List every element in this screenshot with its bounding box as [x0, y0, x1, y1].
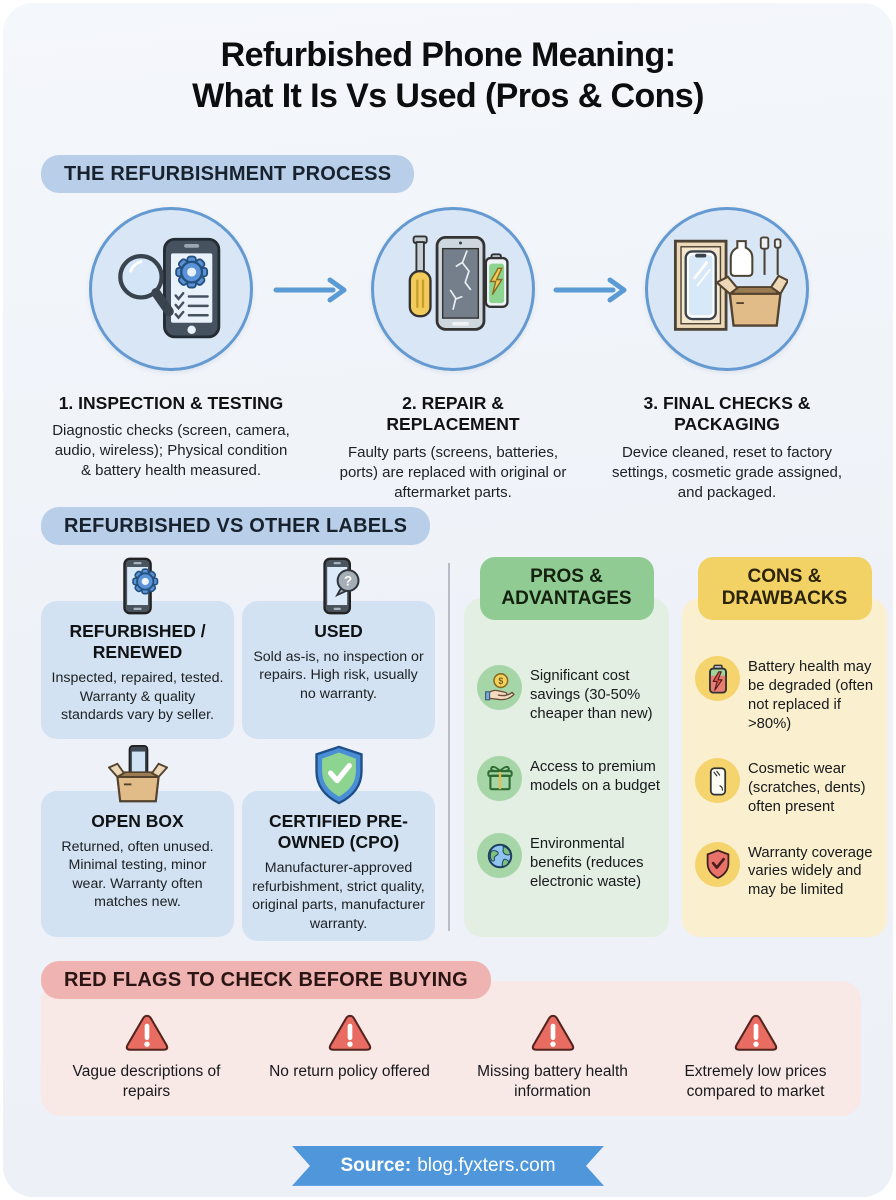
red-flags-header: RED FLAGS TO CHECK BEFORE BUYING: [41, 960, 491, 999]
warning-triangle-icon: [734, 1014, 777, 1051]
step-3-title: 3. FINAL CHECKS & PACKAGING: [643, 392, 811, 435]
red-flag-text: Missing battery health information: [477, 1062, 628, 1100]
warning-triangle-icon: [328, 1014, 371, 1051]
step-3-circle: [645, 206, 809, 371]
pros-item-text: Environmental benefits (reduces electron…: [530, 836, 644, 891]
source-value: blog.fyxters.com: [417, 1154, 556, 1176]
pros-column: PROS & ADVANTAGES $ Significant cost sav…: [464, 556, 669, 937]
card-description: Manufacturer-approved refurbishment, str…: [252, 860, 425, 932]
arrow-right-icon: [273, 277, 347, 303]
step-1-description: Diagnostic checks (screen, camera, audio…: [52, 422, 290, 480]
refurbishment-process-header: THE REFURBISHMENT PROCESS: [41, 154, 415, 193]
svg-text:$: $: [498, 676, 503, 686]
footer: Source: blog.fyxters.com: [41, 1146, 855, 1186]
card-title: CERTIFIED PRE-OWNED (CPO): [268, 810, 409, 852]
cons-item-text: Warranty coverage varies widely and may …: [748, 844, 873, 899]
red-flag-text: Extremely low prices compared to market: [684, 1062, 827, 1100]
page-title-line1: Refurbished Phone Meaning:: [220, 36, 676, 74]
card-title: USED: [314, 620, 363, 641]
degraded-battery-icon: [708, 664, 727, 694]
step-1-circle: [89, 206, 253, 371]
pros-item-cost-savings: $ Significant cost savings (30-50% cheap…: [477, 664, 664, 724]
phone-question-icon: ?: [322, 557, 359, 614]
scratched-phone-icon: [709, 767, 726, 796]
card-description: Sold as-is, no inspection or repairs. Hi…: [253, 648, 424, 702]
red-flag-text: No return policy offered: [269, 1062, 430, 1080]
magnifier-phone-checklist-icon: [118, 237, 221, 338]
infographic-panel: Refurbished Phone Meaning: What It Is Vs…: [3, 3, 893, 1197]
red-flag-text: Vague descriptions of repairs: [72, 1062, 221, 1100]
warning-triangle-icon: [125, 1014, 168, 1051]
pros-item-premium-models: Access to premium models on a budget: [477, 755, 664, 801]
red-flags-panel: Vague descriptions of repairs No return …: [41, 980, 861, 1116]
card-title: REFURBISHED / RENEWED: [69, 620, 206, 662]
globe-icon: [487, 843, 512, 869]
card-open-box: OPEN BOX Returned, often unused. Minimal…: [41, 744, 234, 937]
red-flag-no-return-policy: No return policy offered: [248, 1011, 451, 1102]
cons-item-cosmetic-wear: Cosmetic wear (scratches, dents) often p…: [695, 758, 882, 817]
shield-check-icon: [314, 745, 363, 805]
step-1-title: 1. INSPECTION & TESTING: [58, 392, 284, 413]
label-cards: REFURBISHED / RENEWED Inspected, repaire…: [41, 557, 435, 942]
card-body: REFURBISHED / RENEWED Inspected, repaire…: [41, 600, 234, 739]
card-body: USED Sold as-is, no inspection or repair…: [242, 600, 435, 739]
process-step-1: 1. INSPECTION & TESTING Diagnostic check…: [35, 206, 307, 481]
step-2-circle: [371, 206, 535, 371]
page-title-line2: What It Is Vs Used (Pros & Cons): [192, 76, 704, 115]
open-box-phone-icon: [107, 744, 168, 802]
cons-item-text: Cosmetic wear (scratches, dents) often p…: [748, 761, 866, 816]
step-2-title: 2. REPAIR & REPLACEMENT: [386, 392, 520, 435]
vertical-divider: [448, 562, 450, 931]
card-description: Returned, often unused. Minimal testing,…: [61, 838, 214, 911]
cons-header: CONS & DRAWBACKS: [697, 556, 872, 621]
labels-pros-cons-grid: REFURBISHED / RENEWED Inspected, repaire…: [41, 556, 887, 942]
card-refurbished-renewed: REFURBISHED / RENEWED Inspected, repaire…: [41, 557, 234, 739]
cons-item-warranty: Warranty coverage varies widely and may …: [695, 841, 882, 901]
gift-box-icon: [486, 766, 513, 791]
pros-list: $ Significant cost savings (30-50% cheap…: [464, 598, 669, 937]
warranty-shield-icon: [706, 849, 729, 879]
hand-coin-icon: $: [484, 673, 515, 701]
card-body: CERTIFIED PRE-OWNED (CPO) Manufacturer-a…: [242, 790, 435, 942]
cons-list: Battery health may be degraded (often no…: [682, 598, 887, 937]
page-title: Refurbished Phone Meaning: What It Is Vs…: [41, 3, 855, 117]
pros-item-text: Access to premium models on a budget: [530, 758, 660, 794]
labels-section-header: REFURBISHED VS OTHER LABELS: [41, 506, 431, 545]
card-title: OPEN BOX: [91, 810, 184, 831]
card-used: ? USED Sold as-is, no inspection or repa…: [242, 557, 435, 739]
process-step-3: 3. FINAL CHECKS & PACKAGING Device clean…: [591, 206, 863, 503]
boxed-phone-packaging-icon: [673, 236, 788, 331]
source-ribbon: Source: blog.fyxters.com: [292, 1146, 604, 1186]
cons-item-text: Battery health may be degraded (often no…: [748, 659, 874, 733]
card-certified-pre-owned: CERTIFIED PRE-OWNED (CPO) Manufacturer-a…: [242, 745, 435, 942]
step-3-description: Device cleaned, reset to factory setting…: [611, 444, 843, 501]
red-flag-vague-descriptions: Vague descriptions of repairs: [45, 1011, 248, 1102]
cons-item-battery-health: Battery health may be degraded (often no…: [695, 656, 882, 734]
warning-triangle-icon: [531, 1014, 574, 1051]
screwdriver-cracked-phone-battery-icon: [408, 235, 509, 331]
pros-header: PROS & ADVANTAGES: [479, 556, 654, 621]
refurbishment-process-steps: 1. INSPECTION & TESTING Diagnostic check…: [41, 206, 855, 507]
arrow-right-icon: [553, 277, 627, 303]
card-body: OPEN BOX Returned, often unused. Minimal…: [41, 790, 234, 937]
cons-column: CONS & DRAWBACKS Battery h: [682, 556, 887, 937]
red-flags-section: RED FLAGS TO CHECK BEFORE BUYING Vague d…: [41, 960, 861, 1116]
step-2-description: Faulty parts (screens, batteries, ports)…: [339, 444, 567, 501]
source-label: Source:: [340, 1154, 412, 1176]
phone-gear-icon: [122, 557, 158, 614]
red-flag-low-prices: Extremely low prices compared to market: [654, 1011, 857, 1102]
red-flag-missing-battery-info: Missing battery health information: [451, 1011, 654, 1102]
pros-item-environmental: Environmental benefits (reduces electron…: [477, 833, 664, 892]
process-step-2: 2. REPAIR & REPLACEMENT Faulty parts (sc…: [317, 206, 589, 503]
svg-text:?: ?: [343, 573, 351, 588]
card-description: Inspected, repaired, tested. Warranty & …: [51, 670, 224, 724]
pros-item-text: Significant cost savings (30-50% cheaper…: [530, 667, 653, 722]
